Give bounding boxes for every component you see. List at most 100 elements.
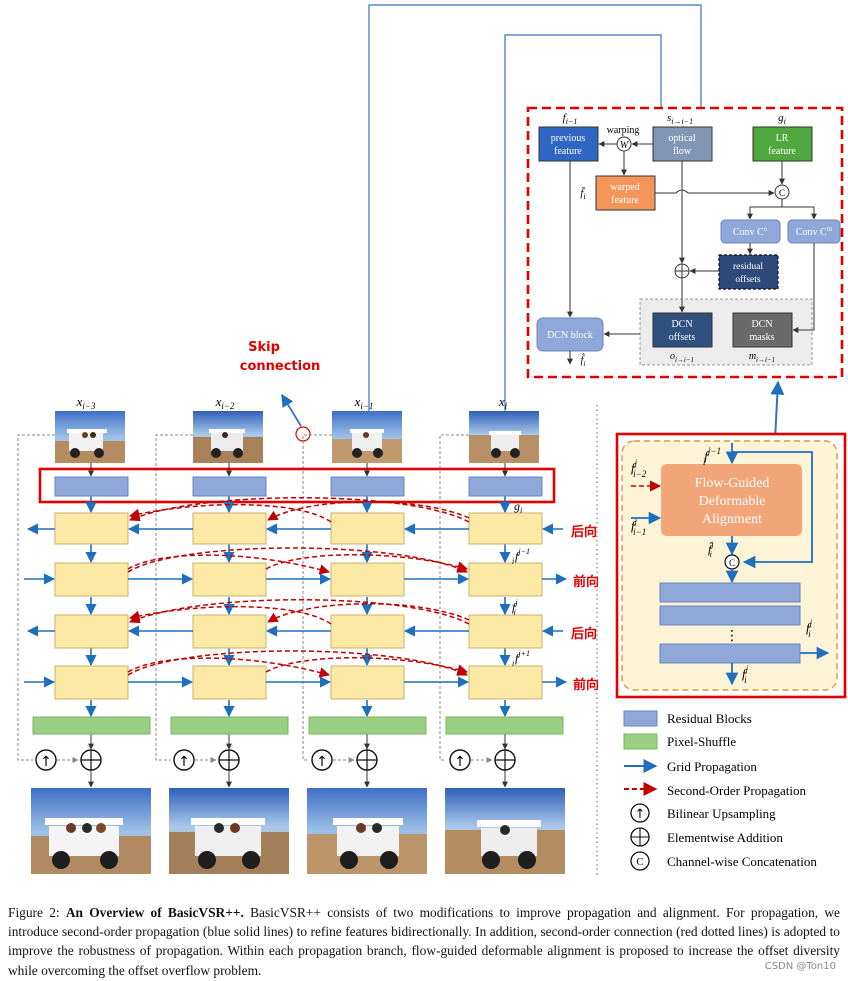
grid-propagation-arrows — [24, 523, 568, 688]
caption-text: BasicVSR++ consists of two modifications… — [8, 905, 840, 978]
residual-block — [659, 605, 801, 626]
residual-block — [54, 476, 129, 497]
svg-text:f̄i: f̄i — [580, 187, 585, 201]
concat-symbol: C — [779, 188, 785, 198]
residual-offsets-line2: offsets — [735, 274, 760, 285]
svg-text:oi→i−1: oi→i−1 — [670, 351, 694, 364]
f-prev-label: f — [563, 112, 568, 124]
direction-labels: 后向 前向 后向 前向 — [571, 524, 599, 693]
previous-feature-box — [538, 126, 599, 162]
fgda-line3: Alignment — [702, 512, 762, 527]
f-j-label: f — [512, 600, 517, 614]
f-bottom-label: f — [742, 666, 748, 681]
conv-o-label: Conv C — [733, 227, 764, 238]
svg-text:↑: ↑ — [178, 754, 190, 770]
backward-label-2: 后向 — [571, 626, 597, 642]
svg-text:↑: ↑ — [316, 754, 328, 770]
lr-feature-line2: feature — [768, 146, 796, 157]
output-frames — [31, 788, 565, 874]
optical-flow-input-lines — [368, 4, 706, 411]
dcn-masks-line1: DCN — [751, 319, 772, 330]
stack-dots: ⋮ — [725, 628, 739, 644]
legend-pixelshuffle-swatch — [623, 733, 658, 750]
optical-flow-line2: flow — [673, 146, 692, 157]
svg-text:fj−1i: fj−1i — [703, 446, 721, 467]
watermark: CSDN @Ton10 — [764, 961, 836, 972]
dcn-masks-box — [732, 312, 793, 348]
input-labels: xi−3 xi−2 xi−1 xi — [76, 394, 508, 411]
f-out-label: f — [806, 620, 812, 635]
svg-text:fji: fji — [742, 664, 749, 685]
input-label-4: x — [498, 394, 505, 409]
dcn-offsets-line1: DCN — [671, 319, 692, 330]
lr-feature-line1: LR — [776, 133, 789, 144]
residual-block — [192, 476, 267, 497]
legend-upsample-label: Bilinear Upsampling — [667, 806, 776, 821]
forward-label-2: 前向 — [573, 677, 599, 693]
svg-text:xi−2: xi−2 — [215, 394, 235, 411]
legend-residual-swatch — [623, 710, 658, 727]
concat-symbol-2: C — [729, 558, 735, 568]
m-label: m — [749, 351, 756, 362]
upsample-add-row: ↑ ↑ ↑ ↑ — [35, 749, 516, 771]
input-frames — [55, 411, 539, 463]
warped-feature-line2: feature — [611, 195, 639, 206]
dcn-offsets-line2: offsets — [669, 332, 696, 343]
optical-flow-line1: optical — [668, 133, 695, 144]
backward-label-1: 后向 — [571, 524, 597, 540]
previous-feature-line1: previous — [551, 133, 586, 144]
conv-m-label: Conv C — [796, 227, 827, 238]
svg-text:xi−3: xi−3 — [76, 394, 96, 411]
f-im2-label: f — [631, 460, 637, 475]
residual-block — [468, 476, 543, 497]
input-label-3: x — [354, 394, 361, 409]
legend-grid-label: Grid Propagation — [667, 759, 757, 774]
svg-text:xi: xi — [498, 394, 508, 411]
residual-block — [659, 643, 801, 664]
residual-blocks-row — [54, 476, 543, 497]
legend-pixelshuffle-label: Pixel-Shuffle — [667, 734, 736, 749]
fgda-line2: Deformable — [699, 494, 766, 509]
svg-text:Conv Cm: Conv Cm — [796, 225, 833, 238]
flow-guided-alignment-box — [661, 464, 802, 536]
svg-text:gi: gi — [514, 499, 522, 515]
f-jp1-label: f — [515, 651, 520, 665]
svg-text:↑: ↑ — [40, 754, 52, 770]
residual-block — [659, 582, 801, 603]
alignment-detail: fi−1 si→i−1 gi previous feature optical … — [526, 106, 844, 379]
figure-caption: Figure 2: An Overview of BasicVSR++. Bas… — [8, 903, 840, 980]
svg-text:mi→i−1: mi→i−1 — [749, 351, 775, 364]
o-label: o — [670, 351, 675, 362]
fgda-line1: Flow-Guided — [695, 476, 770, 491]
legend-concat-label: Channel-wise Concatenation — [667, 854, 817, 869]
warping-label: warping — [607, 125, 640, 136]
input-label-1: x — [76, 394, 83, 409]
fhat-label: f̂ — [581, 353, 585, 366]
legend-concat-icon — [630, 851, 650, 871]
svg-text:xi−1: xi−1 — [354, 394, 374, 411]
residual-block — [330, 476, 405, 497]
caption-prefix: Figure 2: — [8, 905, 66, 920]
skip-paths — [17, 434, 469, 761]
svg-text:fji: fji — [512, 598, 518, 617]
fbar-label: f̄ — [580, 187, 585, 199]
f-jm1-label: f — [515, 549, 520, 563]
residual-offsets-line1: residual — [733, 262, 763, 272]
upsampling-icon — [311, 749, 333, 771]
s-label: s — [667, 112, 671, 124]
svg-text:fj+1i: fj+1i — [512, 649, 530, 668]
residual-row-highlight — [38, 467, 556, 504]
svg-text:↑: ↑ — [635, 807, 646, 822]
svg-text:Conv Co: Conv Co — [733, 225, 768, 238]
svg-text:fi−1: fi−1 — [563, 112, 578, 126]
f-im1-label: f — [631, 518, 637, 533]
legend-upsample-icon — [630, 803, 650, 823]
fhat-j-label: f̂ — [708, 541, 713, 556]
svg-text:fji−1: fji−1 — [631, 516, 646, 537]
svg-text:C: C — [636, 856, 643, 868]
upsampling-icon — [35, 749, 57, 771]
g-label: g — [778, 112, 784, 124]
residual-offsets-box — [718, 254, 779, 290]
